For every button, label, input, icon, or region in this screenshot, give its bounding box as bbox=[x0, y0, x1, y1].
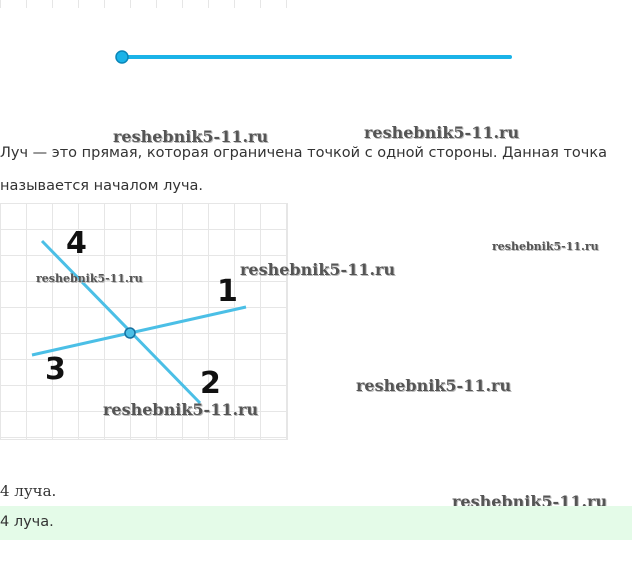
watermark: reshebnik5-11.ru bbox=[492, 240, 599, 253]
watermark: reshebnik5-11.ru bbox=[113, 127, 269, 146]
ray-label-4: 4 bbox=[66, 226, 87, 261]
ray-3-1 bbox=[31, 305, 247, 357]
ray-origin-point bbox=[115, 50, 129, 64]
ray-label-3: 3 bbox=[45, 352, 66, 387]
definition-line-1: Луч — это прямая, которая ограничена точ… bbox=[0, 145, 607, 161]
ray-label-1: 1 bbox=[217, 274, 238, 309]
ray-origin-point bbox=[124, 327, 136, 339]
answer-highlight-text: 4 луча. bbox=[0, 514, 54, 530]
ray-label-2: 2 bbox=[200, 366, 221, 401]
watermark: reshebnik5-11.ru bbox=[364, 123, 520, 142]
answer-highlight: 4 луча. bbox=[0, 506, 632, 540]
watermark: reshebnik5-11.ru bbox=[103, 400, 259, 419]
four-rays-diagram bbox=[31, 239, 247, 405]
watermark: reshebnik5-11.ru bbox=[36, 272, 143, 285]
watermark: reshebnik5-11.ru bbox=[240, 260, 396, 279]
top-grid-strip bbox=[0, 0, 287, 8]
definition-line-2: называется началом луча. bbox=[0, 178, 204, 194]
ray-4-2 bbox=[40, 239, 202, 405]
rays-figure bbox=[0, 203, 288, 440]
ray-illustration bbox=[115, 50, 512, 64]
watermark: reshebnik5-11.ru bbox=[356, 376, 512, 395]
answer-text: 4 луча. bbox=[0, 482, 57, 500]
